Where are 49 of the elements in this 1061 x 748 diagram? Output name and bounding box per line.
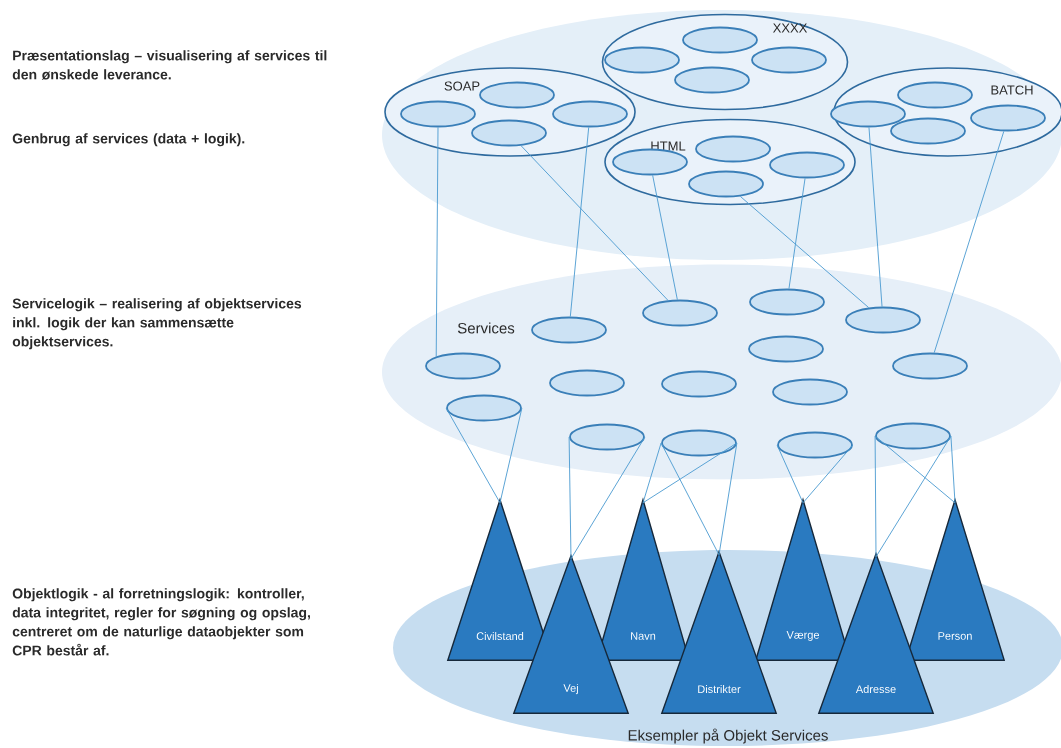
cone-line [660,442,738,556]
service-ellipse [425,352,501,380]
cone-line [776,444,854,504]
description-text: Objektlogik - al forretningslogik: kontroller, data integritet, regler for søgning og opslag, centreret om de naturlige dataobjekter som CPR består af. [12,588,310,656]
service-ellipse [674,66,750,94]
service-ellipse [549,369,625,397]
service-ellipse [569,423,645,451]
connector-line [435,126,439,357]
service-ellipse [845,306,921,334]
connector-line [520,145,669,301]
service-ellipse [892,352,968,380]
service-ellipse [890,117,966,145]
service-ellipse [688,170,764,198]
service-ellipse [777,431,853,459]
connector-line [868,126,883,308]
cone-line [445,407,523,504]
description-text: Præsentationslag – visualisering af services til den ønskede leverance. [12,50,327,80]
service-ellipse [479,81,555,109]
service-ellipse [400,100,476,128]
service-ellipse [749,288,825,316]
cone-line [642,442,738,504]
connector-line [933,130,1005,354]
service-ellipse [772,378,848,406]
connector-line [788,177,806,290]
description-text: Servicelogik – realisering af objektservices inkl. logik der kan sammensætte objektservices. [12,298,302,350]
service-ellipse [875,422,951,450]
connector-line [569,126,590,318]
service-ellipse [695,135,771,163]
service-ellipse [604,46,680,74]
connector-line [652,174,678,301]
service-ellipse [471,119,547,147]
service-ellipse [769,151,845,179]
service-ellipse [531,316,607,344]
service-ellipse [552,100,628,128]
service-ellipse [970,104,1046,132]
service-ellipse [661,429,737,457]
service-ellipse [751,46,827,74]
service-ellipse [897,81,973,109]
cone-line [874,435,956,504]
cone-line [874,435,952,558]
cone-line [568,436,646,560]
connector-line [739,195,870,309]
service-ellipse [642,299,718,327]
service-ellipse [830,100,906,128]
service-ellipse [682,26,758,54]
service-ellipse [661,370,737,398]
service-ellipse [446,394,522,422]
description-text: Genbrug af services (data + logik). [12,133,245,147]
service-ellipse [748,335,824,363]
